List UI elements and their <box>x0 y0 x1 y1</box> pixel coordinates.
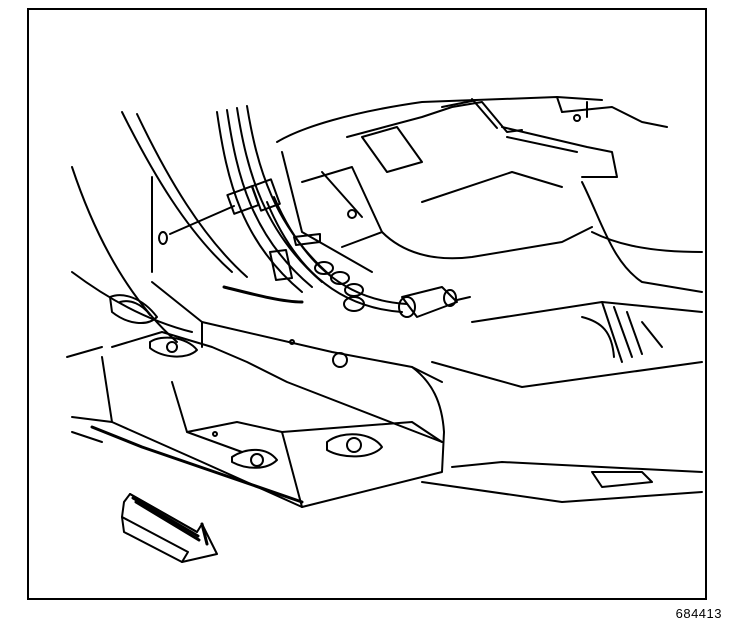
illustration-frame <box>27 8 707 600</box>
underbody-line-drawing <box>66 96 703 563</box>
body-side-panel <box>66 111 248 358</box>
floor-pan-right <box>431 181 703 388</box>
brake-lines <box>216 105 408 313</box>
sensor-connector <box>158 178 321 281</box>
crossmember <box>111 281 445 508</box>
mounting-holes <box>109 294 383 469</box>
hose-fittings <box>314 261 471 318</box>
forward-arrow-icon <box>121 493 218 563</box>
floor-pan-upper <box>276 96 668 273</box>
figure-id-label: 684413 <box>675 606 722 621</box>
frame-rail <box>71 356 703 508</box>
